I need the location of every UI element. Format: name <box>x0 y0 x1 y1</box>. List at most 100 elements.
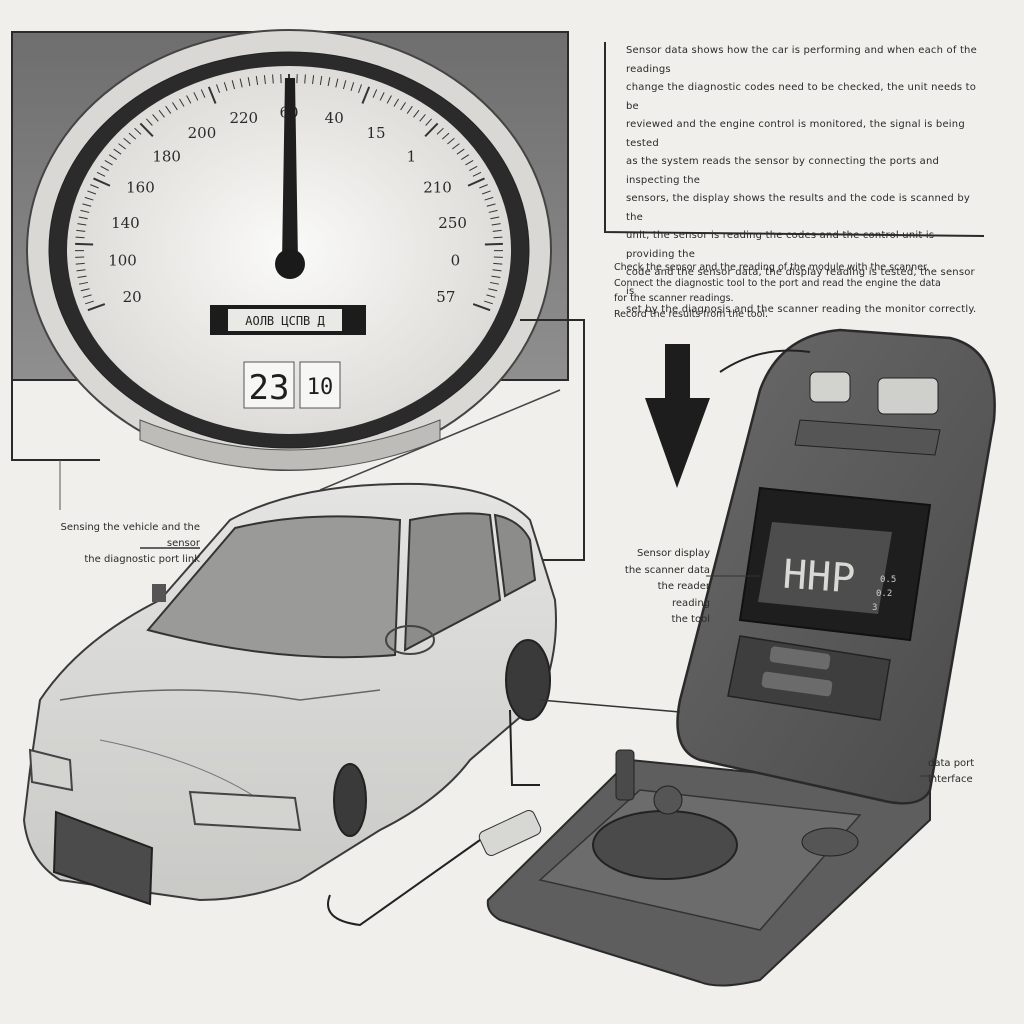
gauge-minor-tick <box>350 82 355 91</box>
scanner-dock-port <box>801 827 859 857</box>
gauge-scale-label: 20 <box>123 288 142 306</box>
gauge-minor-tick <box>465 159 474 166</box>
car-hood-line <box>59 689 381 701</box>
gauge-major-tick <box>484 242 503 246</box>
gauge-minor-tick <box>75 236 85 239</box>
car-front-wheel <box>333 763 367 837</box>
gauge-scale-label: 1 <box>407 148 417 166</box>
gauge-scale-label: 0 <box>451 251 461 269</box>
gauge-major-tick <box>467 177 485 187</box>
gauge-minor-tick <box>145 118 153 126</box>
gauge-minor-tick <box>441 132 450 140</box>
scanner-cable-car <box>539 699 681 713</box>
gauge-minor-tick <box>80 288 90 292</box>
car-illustration <box>22 389 561 906</box>
gauge-minor-tick <box>469 165 478 172</box>
gauge-minor-tick <box>123 137 131 145</box>
gauge-scale-label: 250 <box>438 214 467 232</box>
gauge-minor-tick <box>372 89 378 98</box>
car-side-window-front <box>403 512 502 652</box>
car-side-mirror <box>152 584 166 602</box>
gauge-minor-tick <box>493 262 503 265</box>
gauge-minor-tick <box>400 102 406 111</box>
description-paragraph: Sensor data shows how the car is perform… <box>626 45 977 315</box>
gauge-minor-tick <box>456 148 465 155</box>
gauge-minor-tick <box>379 92 385 101</box>
gauge-minor-tick <box>77 223 87 226</box>
gauge-minor-tick <box>486 203 496 207</box>
scanner-screen-small-2: 0.2 <box>876 589 892 599</box>
scanner-callout-label: Sensor display the scanner data the read… <box>624 548 710 625</box>
gauge-minor-tick <box>386 95 392 104</box>
gauge-minor-tick <box>436 127 444 135</box>
dock-callout-label: data port interface <box>928 758 975 785</box>
gauge-panel: 201001401601802002206040151210250057 АОЛ… <box>11 29 585 561</box>
scanner-cable-top <box>719 349 811 373</box>
gauge-minor-tick <box>128 132 137 140</box>
gauge-minor-tick <box>488 288 498 292</box>
gauge-minor-tick <box>492 229 502 232</box>
gauge-minor-tick <box>186 95 192 104</box>
scanner-screen <box>758 522 892 614</box>
scanner-dock-knob <box>653 785 683 815</box>
gauge-minor-tick <box>78 216 88 220</box>
gauge-needle <box>282 78 298 262</box>
gauge-minor-tick <box>493 236 503 239</box>
link-line-gauge-car <box>319 389 561 491</box>
scanner-screen-small-1: 0.5 <box>880 575 896 585</box>
gauge-minor-tick <box>216 84 221 94</box>
car-body-line <box>99 739 261 801</box>
gauge-scale-label: 160 <box>126 178 155 196</box>
scanner-button-1 <box>809 371 851 403</box>
gauge-minor-tick <box>419 114 426 122</box>
gauge-minor-tick <box>491 275 501 279</box>
gauge-scale-label: 100 <box>108 251 137 269</box>
gauge-minor-tick <box>87 190 97 195</box>
gauge-scale-label: 15 <box>366 124 385 142</box>
gauge-minor-tick <box>165 105 172 114</box>
digital-readout-left-text: 23 <box>249 368 290 408</box>
gauge-minor-tick <box>76 269 86 272</box>
gauge-minor-tick <box>425 118 433 126</box>
scanner-dock-pad <box>592 810 738 880</box>
car-side-window-rear <box>493 513 537 598</box>
gauge-needle-hub <box>275 249 305 279</box>
text-frame <box>604 42 985 237</box>
gauge-minor-tick <box>231 80 236 90</box>
scanner-key-1 <box>769 646 831 670</box>
gauge-scale-label: 140 <box>111 214 140 232</box>
gauge-minor-tick <box>413 109 420 118</box>
gauge-minor-tick <box>76 229 86 232</box>
scanner-device: HHP 0.5 0.2 3 <box>327 328 996 987</box>
gauge-minor-tick <box>263 75 266 85</box>
gauge-minor-tick <box>200 89 206 98</box>
gauge-major-tick <box>361 86 371 104</box>
gauge-minor-tick <box>312 75 315 85</box>
gauge-major-tick <box>207 86 217 104</box>
scanner-screen-text: HHP <box>781 552 856 603</box>
gauge-minor-tick <box>77 275 87 279</box>
gauge-minor-tick <box>82 294 92 298</box>
gauge-scale-label: 57 <box>436 288 455 306</box>
gauge-minor-tick <box>488 209 498 213</box>
gauge-minor-tick <box>489 281 500 285</box>
gauge-minor-tick <box>319 75 323 86</box>
text-frame-line <box>604 42 985 237</box>
odometer-text: АОЛВ ЦСПВ Д <box>245 314 325 328</box>
gauge-minor-tick <box>90 184 99 189</box>
gauge-minor-tick <box>255 75 259 86</box>
car-license-plate <box>52 810 154 906</box>
gauge-minor-tick <box>82 203 92 207</box>
gauge-major-tick <box>139 122 154 138</box>
gauge-scale-label: 40 <box>325 109 344 127</box>
gauge-minor-tick <box>118 143 127 150</box>
gauge-minor-tick <box>247 77 251 87</box>
car-rear-wheel <box>505 639 551 721</box>
scanner-dock-pin <box>615 749 635 801</box>
gauge-major-tick <box>75 242 94 246</box>
gauge-minor-tick <box>96 171 106 177</box>
gauge-minor-tick <box>272 74 274 84</box>
gauge-minor-tick <box>393 98 400 107</box>
